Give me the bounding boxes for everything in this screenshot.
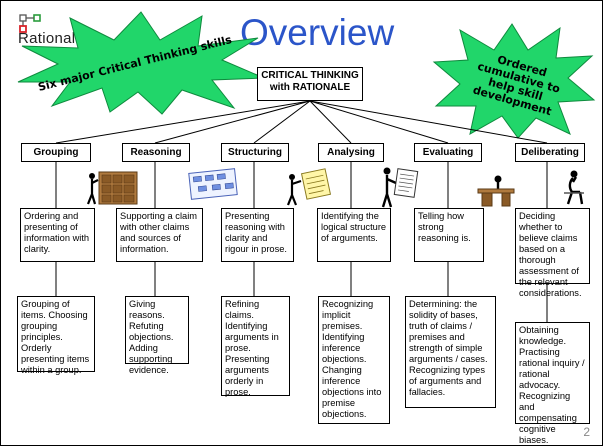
slide-number: 2 [583, 425, 590, 439]
writing-figure-icon [286, 168, 332, 206]
description-grouping: Ordering and presenting of information w… [20, 208, 95, 262]
connector-evaluating [309, 100, 449, 144]
description-evaluating: Telling how strong reasoning is. [414, 208, 484, 262]
skill-analysing: Analysing [318, 143, 384, 162]
description-reasoning: Supporting a claim with other claims and… [116, 208, 203, 262]
connector-reasoning [154, 100, 311, 144]
connector-structuring [253, 100, 311, 144]
root-node: CRITICAL THINKING with RATIONALE [257, 67, 363, 101]
details-deliberating: Obtaining knowledge. Practising rational… [515, 322, 590, 445]
reading-figure-icon [381, 167, 419, 208]
burst-left [17, 11, 265, 115]
desk-figure-icon [477, 175, 515, 207]
description-deliberating: Deciding whether to believe claims based… [515, 208, 590, 298]
details-reasoning: Giving reasons. Refuting objections. Add… [125, 296, 189, 375]
diagram-board-icon [188, 168, 238, 200]
details-analysing: Recognizing implicit premises. Identifyi… [318, 296, 390, 424]
connector-grouping [55, 100, 311, 144]
skill-reasoning: Reasoning [122, 143, 190, 162]
description-analysing: Identifying the logical structure of arg… [317, 208, 391, 262]
rationale-logo-icon [19, 14, 41, 33]
skill-deliberating: Deliberating [515, 143, 585, 162]
details-evaluating: Determining: the solidity of bases, trut… [405, 296, 496, 408]
skill-structuring: Structuring [221, 143, 289, 162]
thinker-figure-icon [564, 170, 584, 205]
details-structuring: Refining claims. Identifying arguments i… [221, 296, 290, 397]
logo-text: Rationale [18, 30, 85, 47]
connector-deliberating [309, 100, 548, 144]
skill-evaluating: Evaluating [414, 143, 482, 162]
filing-cabinet-figure-icon [86, 171, 138, 205]
details-grouping: Grouping of items. Choosing grouping pri… [17, 296, 95, 375]
skill-grouping: Grouping [21, 143, 91, 162]
description-structuring: Presenting reasoning with clarity and ri… [221, 208, 294, 262]
page-title: Overview [240, 12, 395, 53]
connector-analysing [309, 100, 352, 144]
